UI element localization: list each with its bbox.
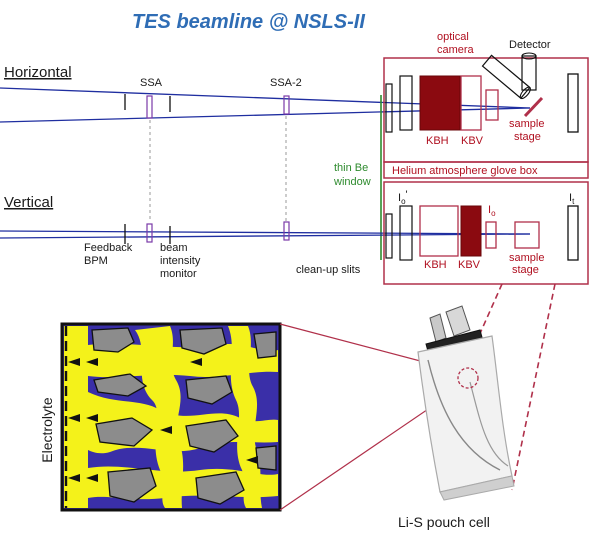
horizontal-view: Horizontal SSA SSA-2 thin Be window Heli… [0,31,589,260]
vertical-beam [0,230,531,239]
v-window-frame [385,213,393,259]
pouch-cell: Li-S pouch cell [398,305,515,530]
ssa2-aperture-v [283,221,290,241]
kbh-mirror-h [419,75,461,131]
kbv-label-v: KBV [458,259,481,271]
kbv-label-h: KBV [461,135,484,147]
v-sample-stage-label: sample stage [509,252,548,276]
h-sample-stage-line-1: sample [509,118,544,130]
optical-camera-line-1: optical [437,31,469,43]
h-i0-chamber [485,89,499,121]
i0-prime-label: Io' [398,189,408,206]
h-sample-stage-label: sample stage [509,118,548,143]
feedback-bpm-label: Feedback BPM [84,242,135,267]
v-it-detector [567,205,579,261]
electrode-inset: Electrolyte [39,322,282,512]
pouch-curved-seal [469,381,509,467]
cleanup-slits-label: clean-up slits [296,264,361,276]
vertical-view: Vertical Feedback BPM beam intensity mon… [0,181,589,285]
vertical-label: Vertical [4,194,53,211]
pouch-zoom-region [457,367,479,389]
electrolyte-axis-label: Electrolyte [39,397,55,463]
optical-camera-label: optical camera [437,31,475,56]
glove-box-vertical [383,181,589,285]
glove-box-label-band [383,161,589,179]
connector-dash-2 [511,283,556,491]
feedback-bpm-line-1: Feedback [84,242,133,254]
it-label: It [569,192,575,206]
kbv-mirror-v [460,205,482,257]
be-window-line-1: thin Be [334,162,368,174]
v-sample-stage-line-2: stage [512,264,539,276]
kbh-label-h: KBH [426,135,449,147]
glove-box-label: Helium atmosphere glove box [392,165,538,177]
kbh-mirror-v [419,205,459,257]
beam-monitor-line-2: intensity [160,255,201,267]
v-sample-stage-line-1: sample [509,252,544,264]
electrode-frame [60,322,282,512]
pouch-inner-sheet [427,359,501,471]
sulfur-particles [91,327,277,505]
ssa2-label: SSA-2 [270,77,302,89]
pouch-caption: Li-S pouch cell [398,514,490,530]
diagram-title: TES beamline @ NSLS-II [132,11,365,33]
optical-camera [481,54,531,100]
optical-camera-line-2: camera [437,44,475,56]
connector-dash-1 [477,283,503,339]
v-i0-prime-chamber [399,205,413,261]
pouch-body-shadow [439,475,515,501]
kbh-label-v: KBH [424,259,447,271]
pouch-tab-right [445,305,471,337]
h-sample-stage-line-2: stage [514,131,541,143]
ion-transport-arrows [68,358,258,482]
i0-label: Io [488,204,496,218]
v-i0-chamber [485,221,497,249]
be-window-label: thin Be window [333,162,371,188]
ssa-label: SSA [140,77,163,89]
be-window-line-2: window [333,176,371,188]
h-i0-prime-chamber [399,75,413,131]
v-sample-holder [514,221,540,249]
kbv-mirror-h [460,75,482,131]
detector-label: Detector [509,39,551,51]
h-it-detector [567,73,579,133]
pouch-tab-left [429,313,447,343]
h-window-frame [385,83,393,133]
ssa-aperture [146,95,153,119]
beam-monitor-line-1: beam [160,242,188,254]
h-sample [523,96,544,118]
beam-monitor-line-3: monitor [160,268,197,280]
beam-monitor-aperture [146,223,153,243]
ssa2-aperture [283,95,290,115]
feedback-bpm-line-2: BPM [84,255,108,267]
beam-monitor-label: beam intensity monitor [160,242,203,280]
detector [521,52,537,91]
horizontal-label: Horizontal [4,64,72,81]
